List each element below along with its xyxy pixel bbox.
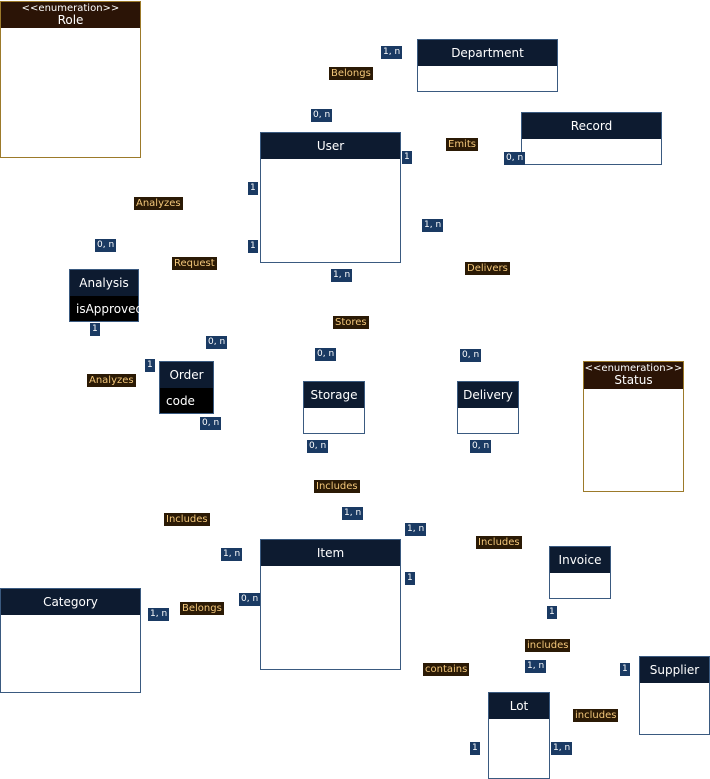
- cardinality-label: 1, n: [221, 548, 243, 561]
- cardinality-label: 0, n: [200, 417, 222, 430]
- cardinality-label: 1, n: [551, 742, 573, 755]
- class-order-attribute: code: [160, 388, 213, 413]
- cardinality-label: 1: [405, 572, 415, 585]
- relation-request: Request: [172, 257, 217, 270]
- cardinality-label: 0, n: [504, 152, 526, 165]
- class-category: Category: [0, 588, 141, 693]
- enum-role-header: <<enumeration>> Role: [1, 2, 140, 28]
- enum-status-name: Status: [614, 373, 653, 387]
- class-department: Department: [417, 39, 558, 92]
- relation-analyzes-left: Analyzes: [87, 374, 136, 387]
- class-record-name: Record: [522, 113, 661, 139]
- cardinality-label: 1, n: [148, 608, 170, 621]
- cardinality-label: 0, n: [239, 593, 261, 606]
- cardinality-label: 0, n: [315, 348, 337, 361]
- cardinality-label: 1, n: [381, 46, 403, 59]
- class-lot-name: Lot: [489, 693, 549, 719]
- enum-role-stereotype: <<enumeration>>: [21, 3, 120, 14]
- cardinality-label: 1: [470, 742, 480, 755]
- class-analysis: Analysis isApproved: [69, 269, 143, 322]
- cardinality-label: 0, n: [307, 440, 329, 453]
- class-order-name: Order: [160, 362, 213, 388]
- cardinality-label: 1, n: [525, 660, 547, 673]
- enum-status: <<enumeration>> Status: [583, 361, 684, 492]
- enum-role: <<enumeration>> Role: [0, 1, 141, 158]
- class-supplier-name: Supplier: [640, 657, 709, 683]
- relation-belongs-category: Belongs: [180, 602, 224, 615]
- relation-includes-storage: Includes: [314, 480, 360, 493]
- class-invoice-name: Invoice: [550, 547, 610, 573]
- class-user: User: [260, 132, 401, 263]
- class-item: Item: [260, 539, 401, 670]
- relation-includes-invoice: Includes: [476, 536, 522, 549]
- class-department-name: Department: [418, 40, 557, 66]
- cardinality-label: 1: [402, 151, 412, 164]
- cardinality-label: 1, n: [331, 269, 353, 282]
- cardinality-label: 1: [248, 240, 258, 253]
- class-analysis-name: Analysis: [70, 270, 138, 296]
- enum-status-header: <<enumeration>> Status: [584, 362, 683, 389]
- class-storage-name: Storage: [304, 382, 364, 408]
- class-analysis-attribute: isApproved: [70, 296, 143, 321]
- cardinality-label: 0, n: [460, 349, 482, 362]
- class-category-name: Category: [1, 589, 140, 615]
- class-item-name: Item: [261, 540, 400, 566]
- cardinality-label: 1: [90, 323, 100, 336]
- class-record: Record: [521, 112, 662, 165]
- relation-includes-supplier: includes: [573, 709, 619, 722]
- relation-stores: Stores: [333, 316, 369, 329]
- cardinality-label: 0, n: [311, 109, 333, 122]
- cardinality-label: 0, n: [95, 239, 117, 252]
- cardinality-label: 0, n: [470, 440, 492, 453]
- relation-emits: Emits: [446, 138, 478, 151]
- cardinality-label: 1, n: [405, 523, 427, 536]
- cardinality-label: 1: [547, 606, 557, 619]
- class-supplier: Supplier: [639, 656, 710, 735]
- enum-role-name: Role: [57, 13, 84, 27]
- cardinality-label: 1: [248, 182, 258, 195]
- cardinality-label: 1: [620, 663, 630, 676]
- cardinality-label: 1, n: [342, 507, 364, 520]
- relation-delivers: Delivers: [465, 262, 510, 275]
- class-delivery-name: Delivery: [458, 382, 518, 408]
- cardinality-label: 0, n: [206, 336, 228, 349]
- cardinality-label: 1, n: [422, 219, 444, 232]
- relation-belongs-department: Belongs: [329, 67, 373, 80]
- relation-analyzes-top: Analyzes: [134, 197, 183, 210]
- enum-status-stereotype: <<enumeration>>: [584, 363, 683, 374]
- class-user-name: User: [261, 133, 400, 159]
- class-delivery: Delivery: [457, 381, 519, 434]
- class-invoice: Invoice: [549, 546, 611, 599]
- class-storage: Storage: [303, 381, 365, 434]
- class-order: Order code: [159, 361, 214, 414]
- relation-includes-lot: includes: [525, 639, 571, 652]
- class-lot: Lot: [488, 692, 550, 779]
- relation-includes-order: Includes: [164, 513, 210, 526]
- relation-contains: contains: [423, 663, 470, 676]
- cardinality-label: 1: [145, 359, 155, 372]
